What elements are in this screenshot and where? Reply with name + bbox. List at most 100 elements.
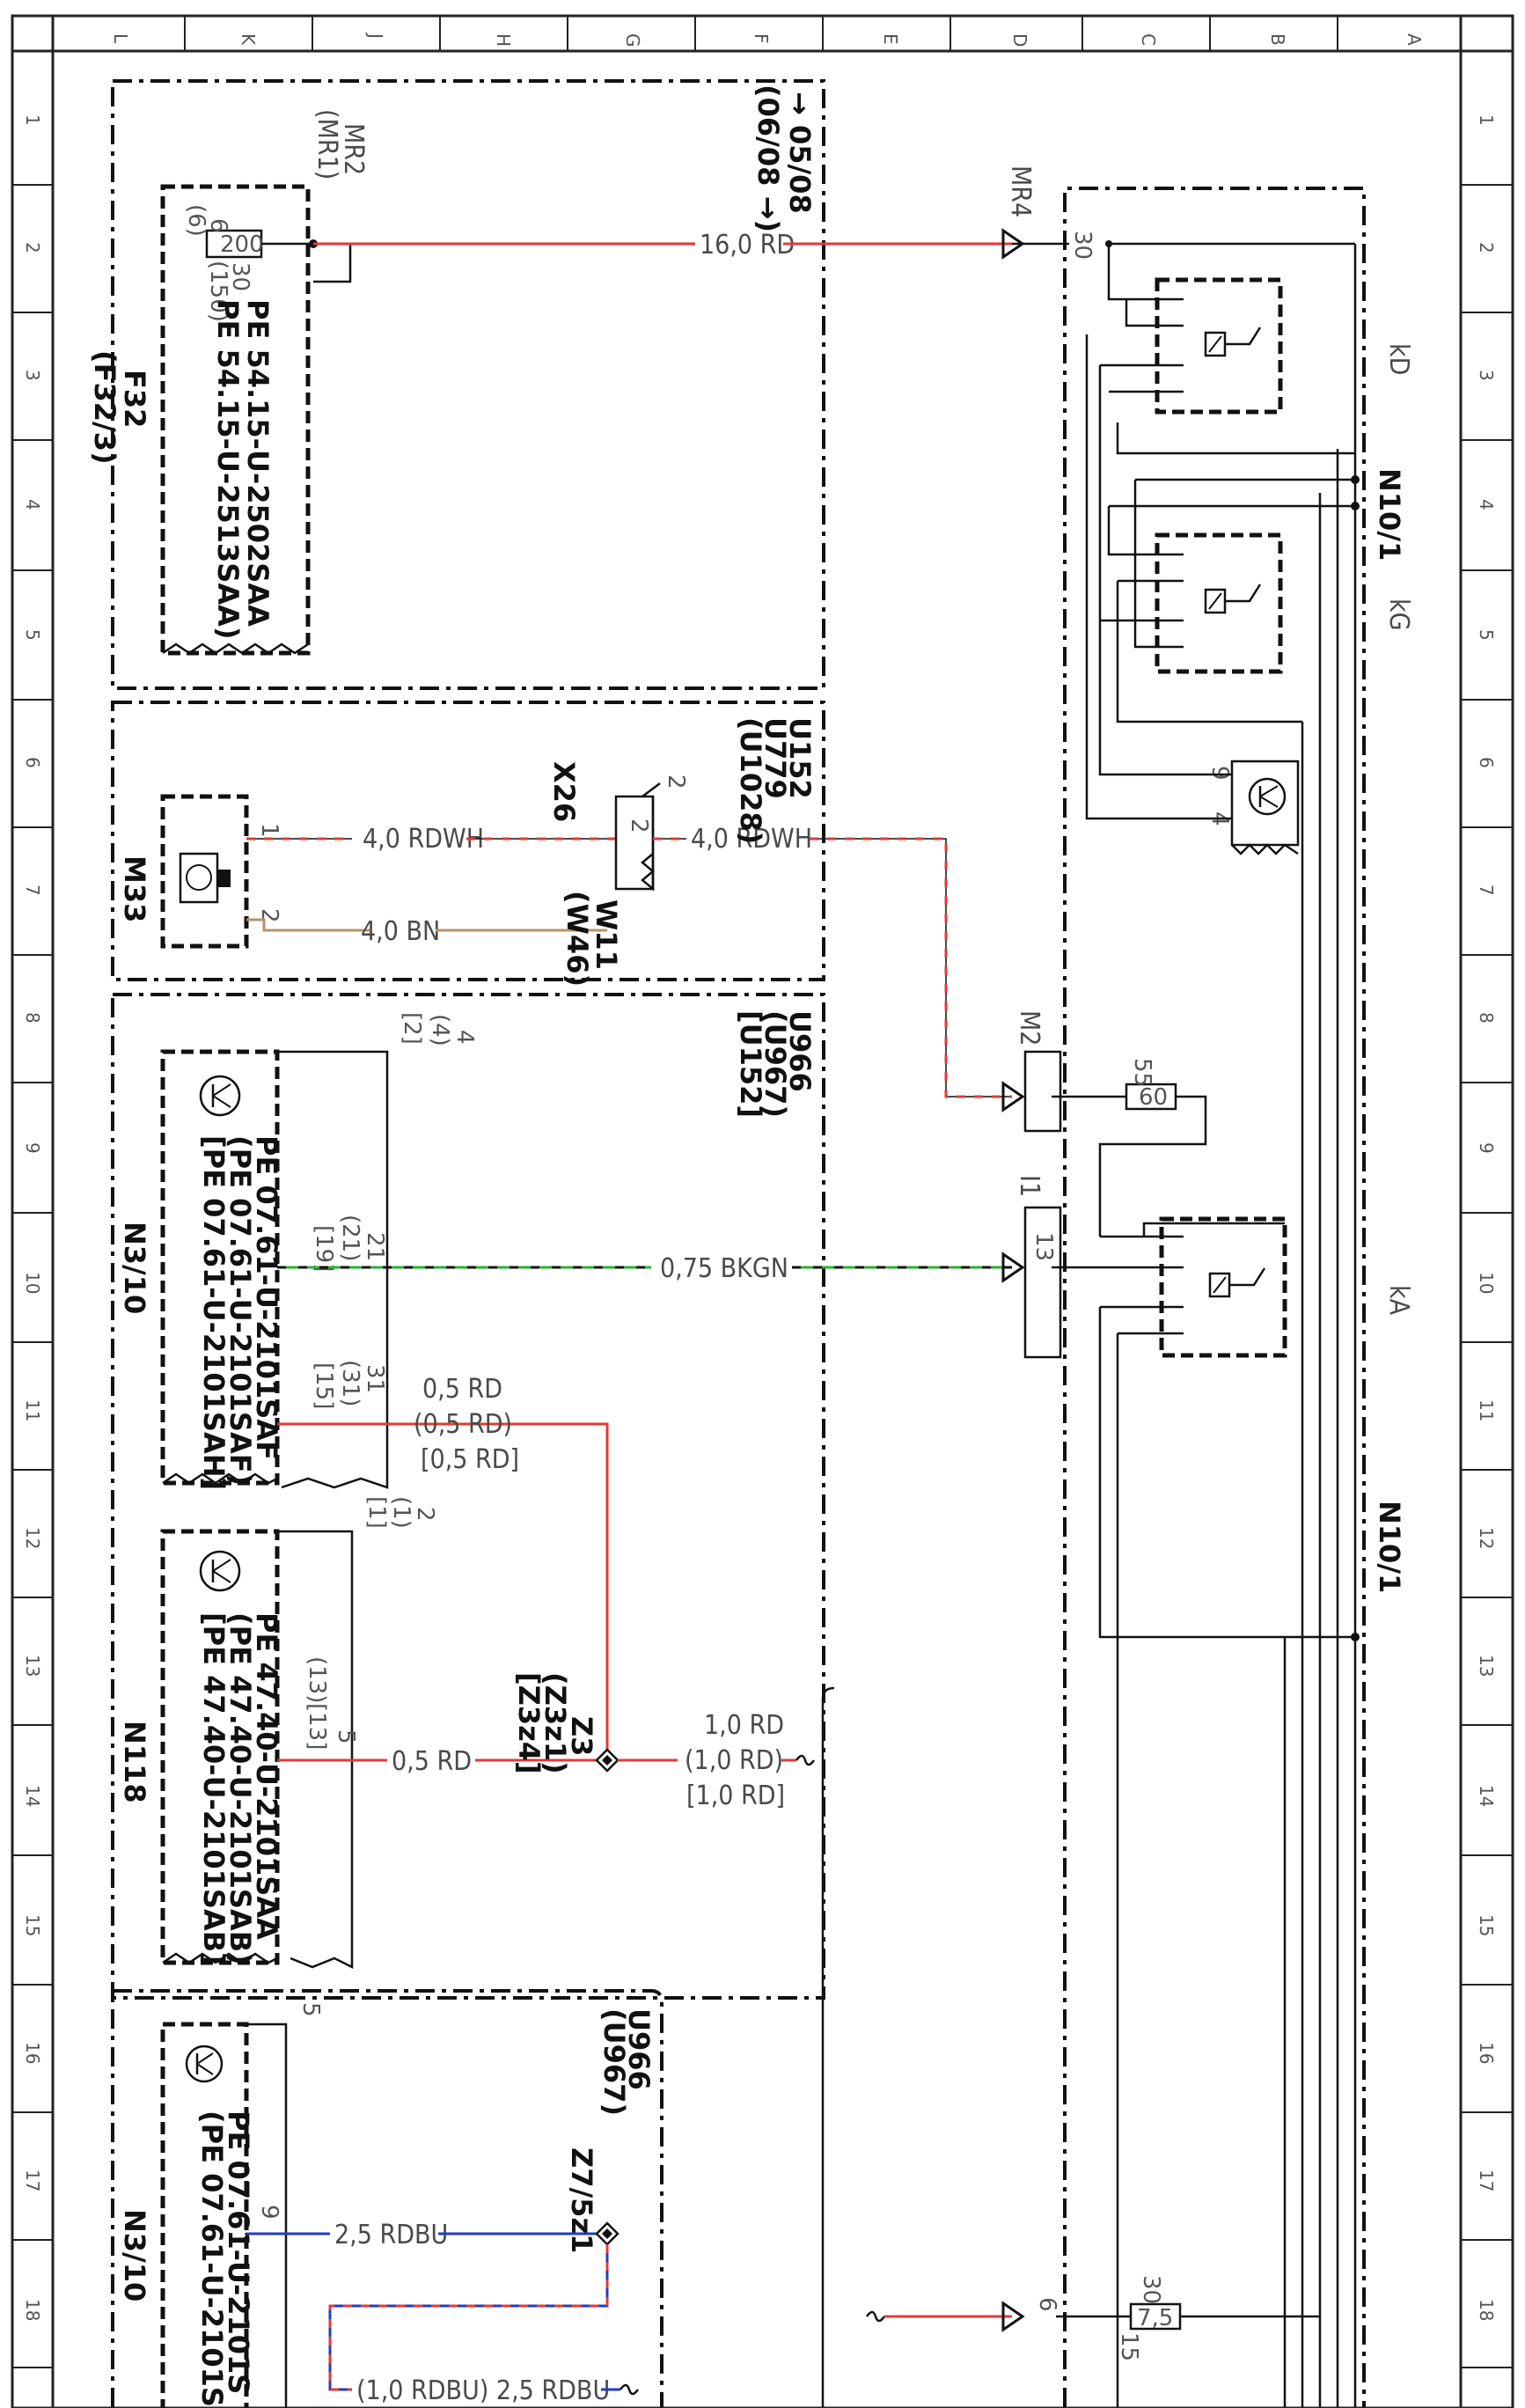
pin-15-bottom: 15 bbox=[1116, 2332, 1142, 2361]
wire-4bn-label: 4,0 BN bbox=[361, 916, 440, 947]
n3-10-module: U966 (U967) [U152] PE 07.61-U-2101SAF (P… bbox=[118, 1010, 1025, 1760]
row-15-right: 15 bbox=[1476, 1914, 1497, 1936]
n118-name: N118 bbox=[118, 1721, 151, 1803]
wire-075bkgn-label: 0,75 BKGN bbox=[660, 1253, 788, 1284]
pin-13-alt: (13) bbox=[304, 1656, 330, 1703]
wire-16-rd-label: 16,0 RD bbox=[700, 230, 795, 261]
row-10-right: 10 bbox=[1476, 1272, 1497, 1294]
row-1-left: 1 bbox=[22, 114, 43, 126]
u152-l1: U152 bbox=[783, 717, 817, 799]
row-18-right: 18 bbox=[1476, 2299, 1497, 2321]
row-16-right: 16 bbox=[1476, 2042, 1497, 2064]
grid-columns: L K J H G F E D C B A bbox=[110, 32, 1425, 48]
z3z4-label: [Z3z4] bbox=[512, 1672, 546, 1774]
col-L: L bbox=[110, 33, 131, 44]
pin-2-x26: 2 bbox=[626, 819, 652, 833]
pin-30: 30 bbox=[227, 262, 253, 291]
mr1-label: (MR1) bbox=[312, 109, 342, 180]
frame bbox=[11, 14, 1514, 2408]
connector-i1-block bbox=[1023, 1206, 1062, 1359]
n118-pe3: [PE 47.40-U-2101SAB] bbox=[197, 1612, 231, 1965]
n3-10-pe2: (PE 07.61-U-2101SAF) bbox=[224, 1135, 257, 1486]
wire-10rd-c-label: [1,0 RD] bbox=[686, 1780, 785, 1811]
wire-4rdwh-a-label: 4,0 RDWH bbox=[363, 824, 484, 855]
pin-4-alt: (4) bbox=[427, 1014, 453, 1046]
u152-l2: U779 bbox=[759, 717, 792, 799]
m33-name: M33 bbox=[118, 855, 151, 922]
col-F: F bbox=[751, 33, 772, 44]
page-ref-alt: (06/08 →) bbox=[752, 84, 785, 232]
pin-6: 6 bbox=[205, 218, 231, 233]
n10-1-name-2: N10/1 bbox=[1373, 1501, 1406, 1593]
pin-1-bracket: [1] bbox=[363, 1496, 390, 1529]
n3-10b-pe1: PE 07.61-U-2101S bbox=[222, 2111, 255, 2394]
pin-2-n118: 2 bbox=[412, 1507, 438, 1522]
wire-4rdwh-b-label: 4,0 RDWH bbox=[691, 824, 812, 855]
wire-05rd-b-label: (0,5 RD) bbox=[414, 1409, 512, 1440]
pin-13: 13 bbox=[1030, 1232, 1057, 1261]
f32-pe2: PE 54.15-U-2513SAA) bbox=[211, 299, 245, 639]
wire-05rd-d-label: 0,5 RD bbox=[392, 1746, 472, 1777]
u966b-l2: (U967) bbox=[598, 2008, 631, 2116]
mr4-label: MR4 bbox=[1005, 165, 1036, 217]
row-12-left: 12 bbox=[22, 1527, 43, 1549]
grid-rows: 1 2 3 4 5 6 7 8 9 10 11 12 13 14 15 16 1… bbox=[22, 114, 1497, 2321]
connector-mr4-arrow bbox=[1001, 228, 1025, 260]
pin-31-alt: (31) bbox=[337, 1360, 363, 1406]
z7-label: Z7/5z1 bbox=[565, 2147, 598, 2253]
n3-10b-name: N3/10 bbox=[118, 2209, 151, 2302]
row-8-left: 8 bbox=[22, 1012, 43, 1024]
m2-label: M2 bbox=[1014, 1010, 1045, 1046]
pin-1-alt: (1) bbox=[388, 1496, 414, 1529]
row-14-right: 14 bbox=[1476, 1785, 1497, 1807]
row-1-right: 1 bbox=[1476, 114, 1497, 126]
n118-transistor-icon bbox=[199, 1550, 241, 1592]
transistor-block bbox=[1230, 760, 1300, 847]
n10-1-name: N10/1 bbox=[1373, 468, 1406, 561]
col-A: A bbox=[1404, 33, 1425, 46]
w46-label: (W46) bbox=[561, 891, 594, 987]
relay-kd-label: kD bbox=[1383, 343, 1414, 375]
n3-10-name: N3/10 bbox=[118, 1222, 151, 1314]
pin-6-bottom: 6 bbox=[1034, 2297, 1060, 2312]
pin-2-x26-top: 2 bbox=[663, 775, 689, 789]
row-7-right: 7 bbox=[1476, 885, 1497, 896]
pin-55: 55 bbox=[1129, 1058, 1155, 1087]
u966a-l3: [U152] bbox=[734, 1010, 767, 1118]
relay-kg bbox=[1155, 532, 1283, 674]
row-11-left: 11 bbox=[22, 1399, 43, 1421]
wire-10rd-b-label: (1,0 RD) bbox=[685, 1745, 783, 1776]
fuse-60-label: 60 bbox=[1139, 1084, 1168, 1111]
col-G: G bbox=[622, 33, 643, 48]
n3-10-bottom-module: U966 (U967) PE 07.61-U-2101S (PE 07.61-U… bbox=[118, 2002, 1025, 2408]
wire-05rd-c-label: [0,5 RD] bbox=[421, 1444, 519, 1475]
row-6-left: 6 bbox=[22, 757, 43, 768]
wire-25rdbu-b-label: (1,0 RDBU) 2,5 RDBU bbox=[356, 2375, 610, 2406]
wire-05rd-a-label: 0,5 RD bbox=[422, 1374, 502, 1405]
pin-19: [19] bbox=[311, 1225, 337, 1272]
row-8-right: 8 bbox=[1476, 1012, 1497, 1024]
row-5-left: 5 bbox=[22, 629, 43, 641]
pin-21: 21 bbox=[362, 1232, 388, 1261]
f32-pe1: PE 54.15-U-2502SAA bbox=[241, 299, 275, 627]
z3-label: Z3 bbox=[565, 1716, 598, 1756]
f32-module: 200 6 (6) 30 (150) PE 54.15-U-2502SAA PE… bbox=[88, 84, 817, 656]
connector-bottom-arrow bbox=[1001, 2301, 1025, 2332]
row-4-left: 4 bbox=[22, 499, 43, 510]
pin-150: (150) bbox=[205, 261, 231, 322]
n3-10b-transistor-icon bbox=[185, 2045, 224, 2083]
row-18-left: 18 bbox=[22, 2299, 43, 2321]
row-2-left: 2 bbox=[22, 242, 43, 253]
u966a-l1: U966 bbox=[783, 1010, 817, 1092]
wire-16-rd: 16,0 RD MR4 30 bbox=[313, 165, 1096, 261]
page-ref: → 05/08 bbox=[783, 92, 817, 214]
n3-10-pe3: [PE 07.61-U-2101SAH] bbox=[197, 1135, 231, 1490]
n3-10b-pe2: (PE 07.61-U-2101S bbox=[195, 2111, 229, 2407]
fuse-200-label: 200 bbox=[220, 231, 264, 258]
row-6-right: 6 bbox=[1476, 757, 1497, 768]
pin-5-bottom: 5 bbox=[297, 2002, 324, 2017]
pin-15: [15] bbox=[311, 1362, 337, 1409]
col-C: C bbox=[1138, 33, 1159, 46]
mr2-label: MR2 bbox=[338, 123, 369, 175]
i1-label: I1 bbox=[1014, 1175, 1045, 1197]
